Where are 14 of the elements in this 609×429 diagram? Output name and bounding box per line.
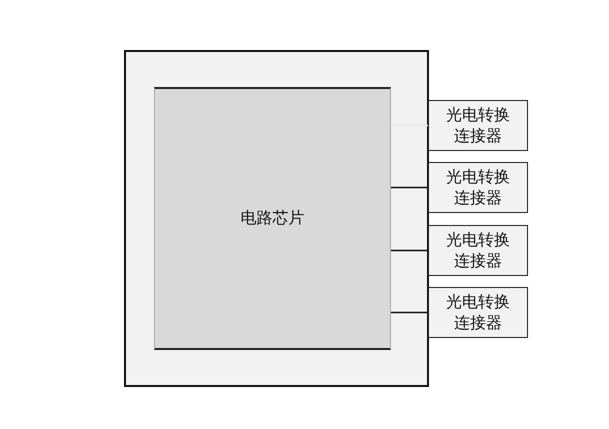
connector-label: 光电转换连接器 <box>445 292 511 334</box>
connector-label: 光电转换连接器 <box>445 104 511 146</box>
board-box <box>124 50 429 387</box>
connection-line <box>391 186 428 188</box>
connector-label: 光电转换连接器 <box>445 230 511 272</box>
connection-line <box>391 312 428 314</box>
chip-box <box>154 87 391 350</box>
connector-box <box>428 225 528 276</box>
connector-box <box>428 100 528 151</box>
chip-label: 电路芯片 <box>240 208 304 229</box>
connection-line <box>391 250 428 252</box>
connector-box <box>428 287 528 338</box>
connector-label: 光电转换连接器 <box>445 166 511 208</box>
connector-box <box>428 162 528 213</box>
